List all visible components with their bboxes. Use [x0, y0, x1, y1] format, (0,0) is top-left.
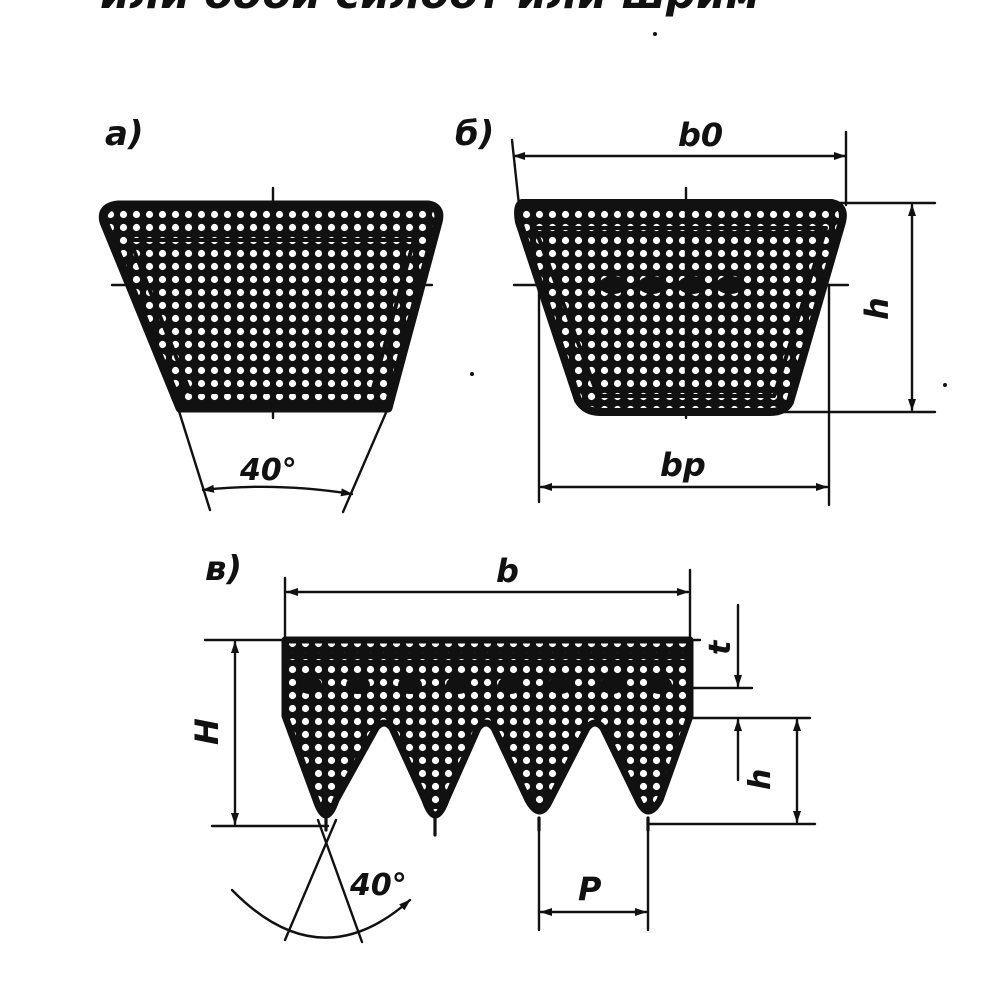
panel-b-inner-layer — [533, 226, 828, 398]
header-text-fragment: или обой силоот или шрим — [100, 0, 760, 18]
panel-c-t-label: t — [703, 639, 738, 655]
panel-a-angle-extension-right — [341, 406, 390, 514]
panel-c-h-label: h — [743, 769, 778, 790]
panel-c-label: в) — [205, 549, 242, 589]
panel-a: а) 40° — [98, 114, 444, 514]
panel-c-angle-line-right — [316, 818, 364, 944]
panel-a-angle-extension-left — [176, 406, 212, 512]
panel-c-cord-row — [298, 676, 672, 694]
panel-b-bp-label: bp — [660, 446, 706, 484]
scan-speck — [653, 32, 657, 36]
panel-c-ribbed-belt-section — [281, 636, 694, 819]
panel-c: в) b H — [188, 549, 817, 944]
panel-a-label: а) — [105, 114, 143, 154]
panel-a-angle-arc — [201, 484, 354, 497]
panel-a-angle-label: 40° — [239, 453, 297, 488]
panel-a-inner-layer — [128, 238, 416, 394]
scan-speck — [470, 372, 474, 376]
panel-b-b0-label: b0 — [678, 116, 723, 154]
panel-c-P-label: P — [578, 870, 602, 908]
panel-b-h-label: h — [858, 297, 896, 320]
panel-c-angle-line-left — [283, 818, 338, 942]
scan-speck — [943, 383, 947, 387]
panel-b-belt-section — [514, 199, 847, 416]
panel-b: б) b0 h bp — [455, 114, 937, 507]
panel-c-b-label: b — [496, 552, 519, 590]
panel-a-belt-section — [98, 200, 444, 413]
panel-c-angle-label: 40° — [349, 868, 407, 903]
panel-c-angle-arc — [230, 888, 412, 939]
panel-b-label: б) — [455, 114, 494, 154]
panel-b-b0-extension-left — [510, 138, 521, 207]
panel-c-H-label: H — [188, 718, 226, 745]
